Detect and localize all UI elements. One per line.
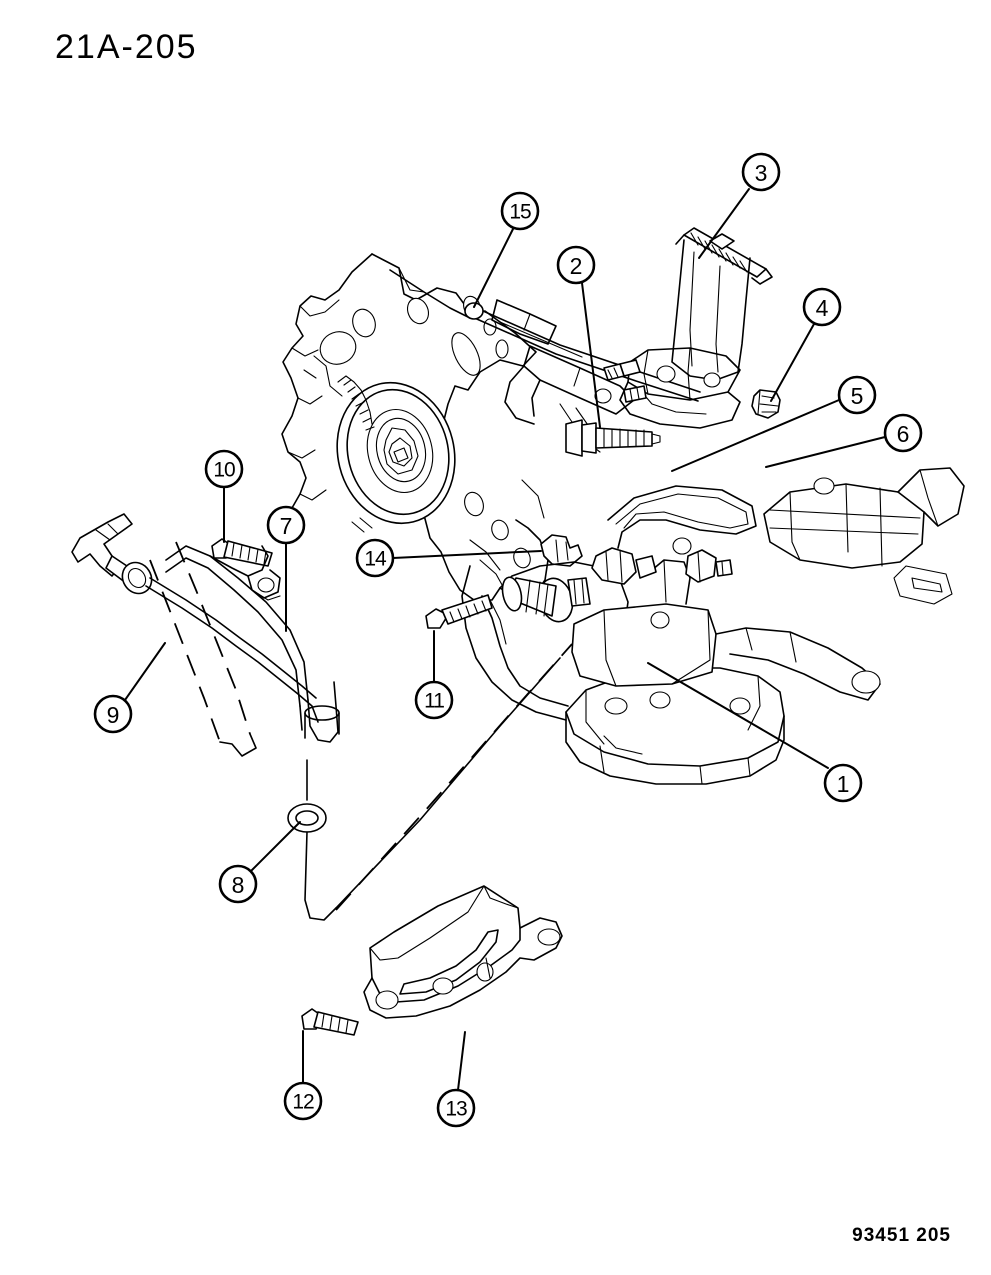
callout-bubble-4[interactable]: 4: [802, 287, 842, 327]
callout-circle-13: [436, 1088, 476, 1128]
callout-bubble-8[interactable]: 8: [218, 864, 258, 904]
part-11-bolt: [425, 594, 493, 629]
part-2-through-bolt: [565, 419, 661, 457]
callout-bubble-15[interactable]: 15: [500, 191, 540, 231]
callout-bubble-13[interactable]: 13: [436, 1088, 476, 1128]
callout-circle-8: [218, 864, 258, 904]
callout-leader-3: [698, 188, 750, 259]
callout-circle-11: [414, 680, 454, 720]
callout-circle-10: [204, 449, 244, 489]
callout-number-8: 8: [232, 872, 245, 898]
callout-leader-14: [392, 550, 542, 559]
part-10-bolt: [211, 538, 273, 567]
callout-leader-13: [457, 1031, 466, 1091]
callout-circle-14: [355, 538, 395, 578]
callout-leader-9: [124, 642, 166, 701]
part-9-dipstick: [71, 513, 319, 757]
callout-circle-9: [93, 694, 133, 734]
footer-code: 93451 205: [852, 1225, 951, 1246]
callout-bubble-2[interactable]: 2: [556, 245, 596, 285]
callout-leader-5: [671, 399, 840, 472]
callout-circle-2: [556, 245, 596, 285]
callout-number-10: 10: [213, 459, 235, 482]
callout-leader-6: [765, 436, 886, 468]
callout-number-12: 12: [292, 1091, 314, 1114]
callout-bubble-5[interactable]: 5: [837, 375, 877, 415]
callout-number-6: 6: [897, 421, 910, 447]
callout-number-3: 3: [755, 160, 768, 186]
engine-block-group: [281, 253, 549, 601]
callout-number-5: 5: [851, 383, 864, 409]
callout-number-9: 9: [107, 702, 120, 728]
part-7-dipstick-tube: [165, 545, 340, 743]
part-14-clip: [540, 534, 583, 567]
page-title: 21A-205: [55, 28, 198, 66]
transaxle-case-group: [461, 467, 965, 785]
callout-bubble-14[interactable]: 14: [355, 538, 395, 578]
callout-circle-12: [283, 1081, 323, 1121]
callout-number-14: 14: [364, 548, 387, 571]
callout-circle-15: [500, 191, 540, 231]
callout-bubble-3[interactable]: 3: [741, 152, 781, 192]
callout-leader-2: [581, 282, 601, 428]
callout-bubble-1[interactable]: 1: [823, 763, 863, 803]
callout-leader-4: [770, 323, 815, 402]
callout-leader-15: [473, 228, 514, 308]
callout-number-4: 4: [816, 295, 829, 321]
callout-leader-8: [249, 821, 301, 873]
callout-circle-4: [802, 287, 842, 327]
callout-number-13: 13: [445, 1098, 467, 1121]
callout-bubble-12[interactable]: 12: [283, 1081, 323, 1121]
part-13-cover-bracket: [363, 885, 563, 1019]
callout-bubble-9[interactable]: 9: [93, 694, 133, 734]
callout-leader-1: [647, 662, 829, 769]
callout-circle-5: [837, 375, 877, 415]
part-12-bolt: [301, 1008, 359, 1036]
callout-number-1: 1: [837, 771, 850, 797]
callout-circle-1: [823, 763, 863, 803]
part-3-stud: [675, 227, 773, 285]
callout-bubble-7[interactable]: 7: [266, 505, 306, 545]
callout-number-15: 15: [509, 201, 531, 224]
selector-bracket-group: [603, 239, 751, 429]
callout-number-2: 2: [570, 253, 583, 279]
callout-number-11: 11: [424, 690, 444, 713]
callout-number-7: 7: [280, 513, 293, 539]
callout-circle-7: [266, 505, 306, 545]
callout-circle-6: [883, 413, 923, 453]
callout-bubble-6[interactable]: 6: [883, 413, 923, 453]
upper-bracket-group: [464, 299, 701, 453]
assembly-guide-lines: [304, 643, 573, 921]
callout-bubble-11[interactable]: 11: [414, 680, 454, 720]
callout-bubble-10[interactable]: 10: [204, 449, 244, 489]
callout-circle-3: [741, 152, 781, 192]
